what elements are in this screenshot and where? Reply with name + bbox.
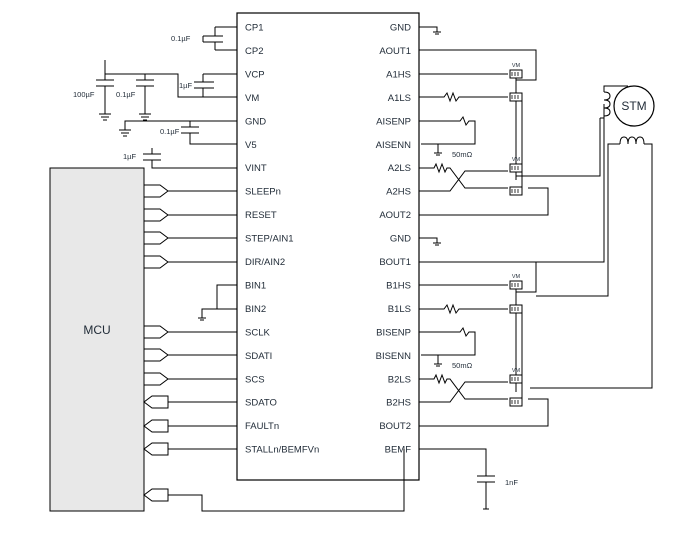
ic-pin-left-10: DIR/AIN2 [245, 257, 285, 268]
gnd-symbol-left [119, 120, 237, 137]
ic-pin-left-14: SDATI [245, 351, 272, 362]
svg-text:100µF: 100µF [73, 90, 95, 99]
ic-pin-left-4: GND [245, 116, 266, 127]
vint-capacitor: 1µF [123, 148, 237, 169]
ic-pin-right-5: AISENN [376, 140, 412, 151]
svg-text:50mΩ: 50mΩ [452, 361, 473, 370]
mcu-input-port-1 [143, 419, 169, 433]
mcu-output-port-2 [143, 231, 169, 245]
ic-pin-right-6: A2LS [388, 163, 411, 174]
ic-pin-right-0: GND [390, 23, 411, 34]
ic-pin-left-5: V5 [245, 140, 257, 151]
driver-ic-body [236, 12, 420, 481]
fet-vm-label-0: VM [512, 63, 521, 69]
ic-pin-right-4: AISENP [376, 116, 411, 127]
motor-label: STM [621, 99, 646, 113]
ic-pin-left-2: VCP [245, 69, 265, 80]
mcu-label: MCU [83, 323, 110, 337]
ic-pin-left-1: CP2 [245, 46, 263, 57]
mcu-output-port-6 [143, 372, 169, 386]
ic-pin-left-7: SLEEPn [245, 187, 281, 198]
ic-pin-left-17: FAULTn [245, 421, 279, 432]
svg-text:0.1µF: 0.1µF [171, 34, 191, 43]
ic-pin-right-14: BISENN [376, 351, 412, 362]
svg-text:1nF: 1nF [505, 478, 518, 487]
cp-capacitor: 0.1µF [171, 26, 237, 51]
ic-pin-right-3: A1LS [388, 93, 411, 104]
mosfet-6: VM [509, 368, 523, 384]
ic-pin-right-8: AOUT2 [379, 210, 411, 221]
mosfet-2: VM [509, 157, 523, 173]
motor-body [613, 85, 655, 127]
ic-pin-left-18: STALLn/BEMFVn [245, 445, 319, 456]
svg-text:0.1µF: 0.1µF [116, 90, 136, 99]
mcu-output-port-5 [143, 348, 169, 362]
ic-pin-left-12: BIN2 [245, 304, 266, 315]
ic-pin-right-1: AOUT1 [379, 46, 411, 57]
mcu-input-port-2 [143, 442, 169, 456]
bemf-network: 1nF [168, 448, 518, 512]
gnd-symbol-right-1 [419, 26, 441, 35]
v5-capacitor: 0.1µF [160, 121, 237, 145]
ic-pin-right-18: BEMF [385, 445, 412, 456]
ic-pin-right-17: BOUT2 [379, 421, 411, 432]
mosfet-4: VM [509, 274, 523, 290]
ic-pin-left-3: VM [245, 93, 259, 104]
mosfet-7 [509, 397, 523, 407]
phase-a-bridge: 50mΩ [419, 49, 601, 216]
fet-vm-label-6: VM [512, 368, 521, 374]
mcu-output-port-0 [143, 184, 169, 198]
ic-pin-left-8: RESET [245, 210, 277, 221]
ic-pin-left-11: BIN1 [245, 280, 266, 291]
mosfet-5 [509, 304, 523, 314]
ic-pin-left-6: VINT [245, 163, 267, 174]
ic-pin-left-16: SDATO [245, 398, 277, 409]
fet-vm-label-2: VM [512, 157, 521, 163]
mcu-input-port-3 [143, 488, 169, 502]
ic-pin-left-0: CP1 [245, 23, 263, 34]
mcu-block [49, 167, 145, 512]
mcu-output-port-1 [143, 208, 169, 222]
ic-pin-right-7: A2HS [386, 187, 411, 198]
gnd-symbol-bin [198, 284, 237, 321]
svg-text:0.1µF: 0.1µF [160, 127, 180, 136]
mcu-output-port-4 [143, 325, 169, 339]
ic-pin-left-13: SCLK [245, 327, 270, 338]
ic-pin-right-9: GND [390, 234, 411, 245]
ic-pin-right-15: B2LS [388, 374, 411, 385]
ic-pin-left-9: STEP/AIN1 [245, 234, 294, 245]
stepper-motor: STM [530, 85, 655, 389]
svg-text:1µF: 1µF [179, 81, 192, 90]
svg-text:50mΩ: 50mΩ [452, 150, 473, 159]
mosfet-1 [509, 92, 523, 102]
ic-pin-right-13: BISENP [376, 327, 411, 338]
vm-bus [105, 73, 237, 98]
ic-pin-left-15: SCS [245, 374, 265, 385]
vm-capacitor: 0.1µF [116, 74, 154, 121]
mosfet-3 [509, 186, 523, 196]
fet-vm-label-4: VM [512, 274, 521, 280]
ic-pin-right-2: A1HS [386, 69, 411, 80]
phase-b-bridge: 50mΩ [419, 104, 604, 426]
ic-pin-right-12: B1LS [388, 304, 411, 315]
mcu-output-port-3 [143, 255, 169, 269]
ic-pin-right-16: B2HS [386, 398, 411, 409]
ic-pin-right-11: B1HS [386, 280, 411, 291]
vcp-capacitor: 1µF [179, 73, 237, 97]
ic-pin-right-10: BOUT1 [379, 257, 411, 268]
gnd-symbol-right-2 [419, 237, 441, 246]
mosfet-0: VM [509, 63, 523, 79]
svg-text:1µF: 1µF [123, 152, 136, 161]
mcu-input-port-0 [143, 395, 169, 409]
bulk-capacitor: 100µF [73, 60, 114, 121]
